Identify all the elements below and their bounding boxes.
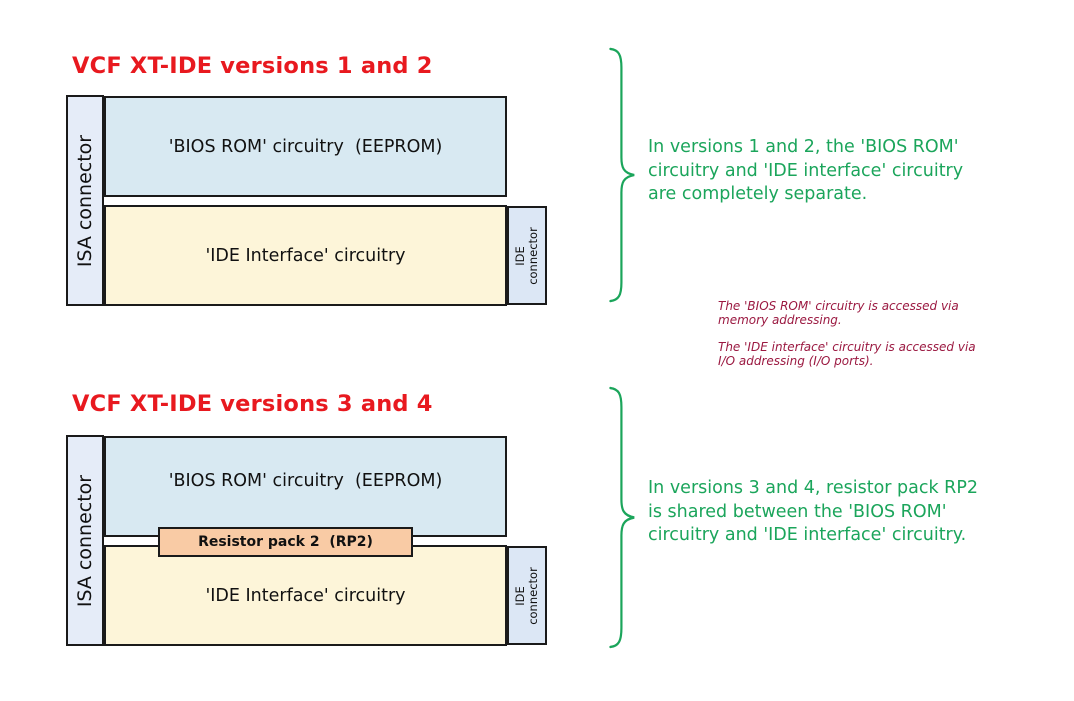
curly-brace-v34 [609, 386, 635, 649]
bios-rom-label: 'BIOS ROM' circuitry (EEPROM) [168, 136, 443, 157]
ide-connector-box-v34: IDE connector [507, 546, 547, 645]
note2-line1: The 'IDE interface' circuitry is accesse… [718, 340, 976, 354]
isa-connector-box-v12: ISA connector [66, 95, 104, 306]
ide-interface-box-v34: 'IDE Interface' circuitry [104, 545, 507, 646]
curly-brace-v12 [609, 47, 635, 303]
annotation-v34-line1: In versions 3 and 4, resistor pack RP2 [648, 478, 979, 498]
ide-connector-label: IDE connector [513, 226, 541, 285]
section-title-versions-1-2: VCF XT-IDE versions 1 and 2 [72, 53, 433, 79]
section-title-versions-3-4: VCF XT-IDE versions 3 and 4 [72, 391, 433, 417]
isa-connector-box-v34: ISA connector [66, 435, 104, 646]
ide-connector-label: IDE connector [513, 566, 541, 625]
bios-rom-box-v34: 'BIOS ROM' circuitry (EEPROM) [104, 436, 507, 537]
annotation-v12-line3: are completely separate. [648, 184, 868, 204]
annotation-v34-line3: circuitry and 'IDE interface' circuitry. [648, 525, 967, 545]
resistor-pack-rp2-label: Resistor pack 2 (RP2) [198, 534, 373, 550]
annotation-v12: In versions 1 and 2, the 'BIOS ROM' circ… [648, 136, 963, 207]
annotation-v12-line1: In versions 1 and 2, the 'BIOS ROM' [648, 137, 959, 157]
ide-connector-label-line2: connector [526, 566, 541, 625]
side-notes: The 'BIOS ROM' circuitry is accessed via… [718, 299, 976, 368]
isa-connector-label: ISA connector [74, 134, 97, 267]
note1-line1: The 'BIOS ROM' circuitry is accessed via [718, 299, 959, 313]
note1-line2: memory addressing. [718, 312, 842, 327]
annotation-v34-line2: is shared between the 'BIOS ROM' [648, 501, 947, 522]
ide-connector-box-v12: IDE connector [507, 206, 547, 305]
ide-interface-label: 'IDE Interface' circuitry [205, 245, 406, 266]
note2-line2: I/O addressing (I/O ports). [718, 353, 874, 368]
note-ide-addressing: The 'IDE interface' circuitry is accesse… [718, 340, 976, 368]
ide-connector-label-line2: connector [526, 226, 541, 285]
bios-rom-box-v12: 'BIOS ROM' circuitry (EEPROM) [104, 96, 507, 197]
ide-interface-label: 'IDE Interface' circuitry [205, 585, 406, 606]
bios-rom-label: 'BIOS ROM' circuitry (EEPROM) [168, 470, 443, 491]
isa-connector-label: ISA connector [74, 474, 97, 607]
ide-interface-box-v12: 'IDE Interface' circuitry [104, 205, 507, 306]
annotation-v34: In versions 3 and 4, resistor pack RP2 i… [648, 477, 978, 548]
note-bios-rom-addressing: The 'BIOS ROM' circuitry is accessed via… [718, 299, 976, 327]
annotation-v12-line2: circuitry and 'IDE interface' circuitry [648, 160, 964, 181]
resistor-pack-rp2-box: Resistor pack 2 (RP2) [158, 527, 413, 557]
